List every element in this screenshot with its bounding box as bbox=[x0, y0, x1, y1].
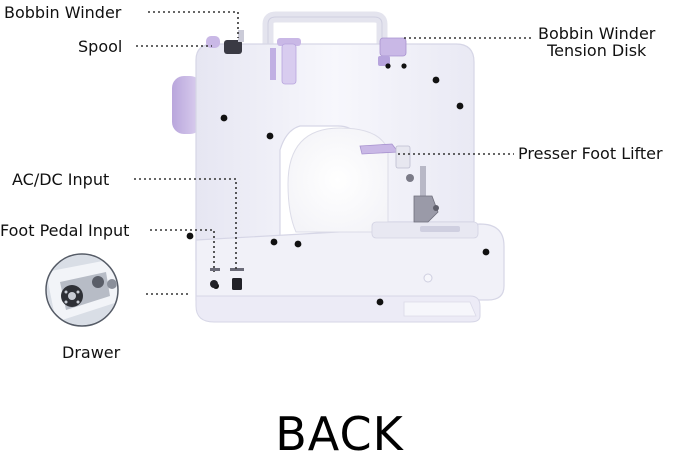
arm-opening bbox=[287, 127, 389, 233]
label-spool: Spool bbox=[78, 37, 123, 56]
power-button bbox=[423, 273, 433, 283]
leader-ac-dc-input bbox=[134, 178, 237, 272]
label-foot-pedal-input: Foot Pedal Input bbox=[0, 221, 130, 240]
label-bobbin-winder: Bobbin Winder bbox=[4, 3, 122, 22]
screw-holes bbox=[186, 63, 490, 306]
label-presser-foot-lifter: Presser Foot Lifter bbox=[518, 144, 663, 163]
needle-bar bbox=[420, 166, 426, 196]
spool-pin bbox=[277, 38, 301, 46]
leader-bobbin-winder bbox=[148, 11, 239, 38]
label-tension-disk-line2: Tension Disk bbox=[547, 41, 647, 60]
hand-wheel bbox=[172, 76, 202, 134]
drawer-inset bbox=[45, 253, 119, 327]
ac-dc-input-port bbox=[232, 278, 242, 290]
view-caption: BACK bbox=[275, 407, 404, 461]
leader-foot-pedal-input bbox=[150, 229, 215, 272]
presser-foot-lifter-lever bbox=[359, 143, 399, 155]
label-drawer: Drawer bbox=[62, 343, 121, 362]
bobbin-winder-tension-disk bbox=[379, 37, 407, 57]
presser-foot bbox=[413, 195, 439, 223]
label-ac-dc-input: AC/DC Input bbox=[12, 170, 110, 189]
label-bobbin-winder-tension-disk: Bobbin Winder Tension Disk bbox=[538, 25, 655, 59]
foot-pedal-input-port bbox=[210, 280, 218, 288]
label-tension-disk-line1: Bobbin Winder bbox=[538, 24, 656, 43]
bobbin-winder bbox=[206, 36, 220, 48]
